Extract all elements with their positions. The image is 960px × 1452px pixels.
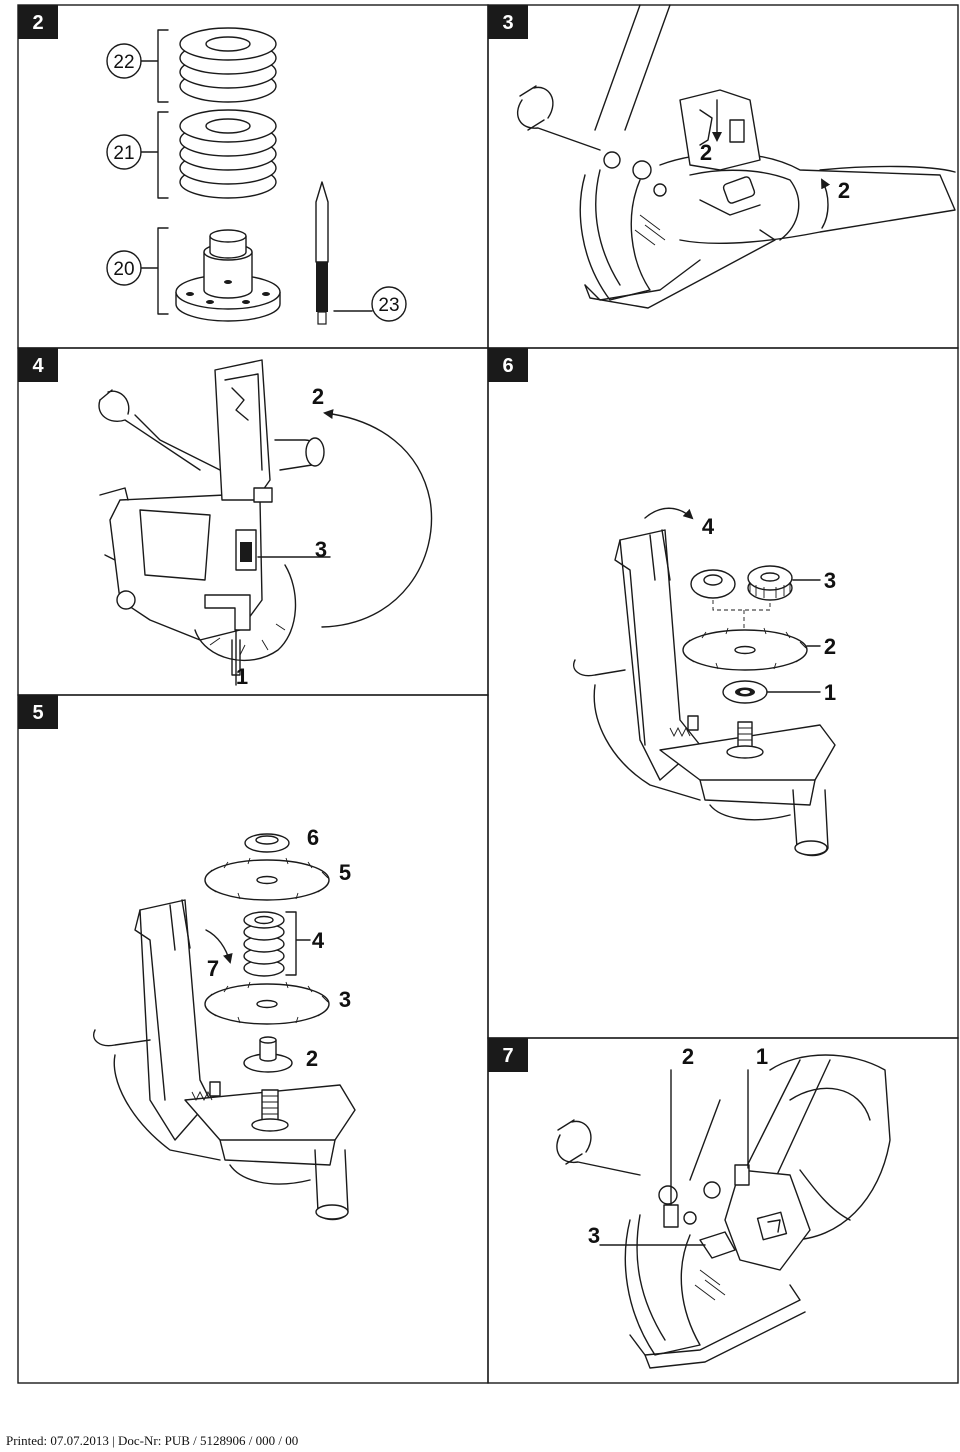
label-7-c: 3	[588, 1223, 600, 1248]
panel-3-number: 3	[502, 12, 513, 34]
panel-6-number: 6	[502, 355, 513, 377]
label-5-blade-top: 5	[339, 860, 351, 885]
label-6-rotate: 4	[702, 514, 715, 539]
label-7-a: 2	[682, 1044, 694, 1069]
panel-2-number: 2	[32, 12, 43, 34]
label-21: 21	[113, 143, 134, 164]
label-20: 20	[113, 259, 134, 280]
label-23: 23	[378, 295, 399, 316]
label-6-blade: 2	[824, 634, 836, 659]
panel-2: 2 22 21 20 23	[18, 5, 407, 325]
panel-frames	[17, 4, 959, 1384]
label-5-nut: 6	[307, 825, 319, 850]
label-22: 22	[113, 52, 134, 73]
panel-7-number: 7	[502, 1045, 513, 1067]
flange-20	[175, 229, 281, 322]
panel-3: 3	[488, 4, 956, 309]
grinder-guard-illustration	[517, 4, 956, 309]
label-4-lever: 3	[315, 537, 327, 562]
panel-6: 6	[488, 348, 836, 857]
pin-23	[315, 181, 329, 325]
panel-5: 5	[18, 695, 356, 1221]
washer-stack-22	[179, 27, 277, 103]
panel-4: 4	[18, 348, 433, 689]
label-3-up: 2	[838, 178, 850, 203]
label-7-b: 1	[756, 1044, 768, 1069]
label-5-flange: 2	[306, 1046, 318, 1071]
panel-7: 7	[488, 1038, 891, 1369]
double-blade-assembly	[93, 833, 356, 1221]
print-footer: Printed: 07.07.2013 | Doc-Nr: PUB / 5128…	[6, 1433, 299, 1448]
single-blade-assembly	[573, 507, 836, 857]
panel-5-number: 5	[32, 702, 43, 724]
label-5-blade-bottom: 3	[339, 987, 351, 1012]
label-4-latch: 1	[236, 664, 248, 689]
label-4-arc: 2	[312, 384, 324, 409]
washer-stack-21	[179, 109, 277, 199]
label-5-rotate: 7	[207, 956, 219, 981]
guard-adjust-illustration	[556, 1054, 891, 1369]
label-3-down: 2	[700, 140, 712, 165]
panel-4-number: 4	[32, 355, 44, 377]
label-5-spacers: 4	[312, 928, 325, 953]
label-6-flange: 1	[824, 680, 836, 705]
label-6-nut: 3	[824, 568, 836, 593]
guard-opening-illustration	[98, 359, 433, 686]
